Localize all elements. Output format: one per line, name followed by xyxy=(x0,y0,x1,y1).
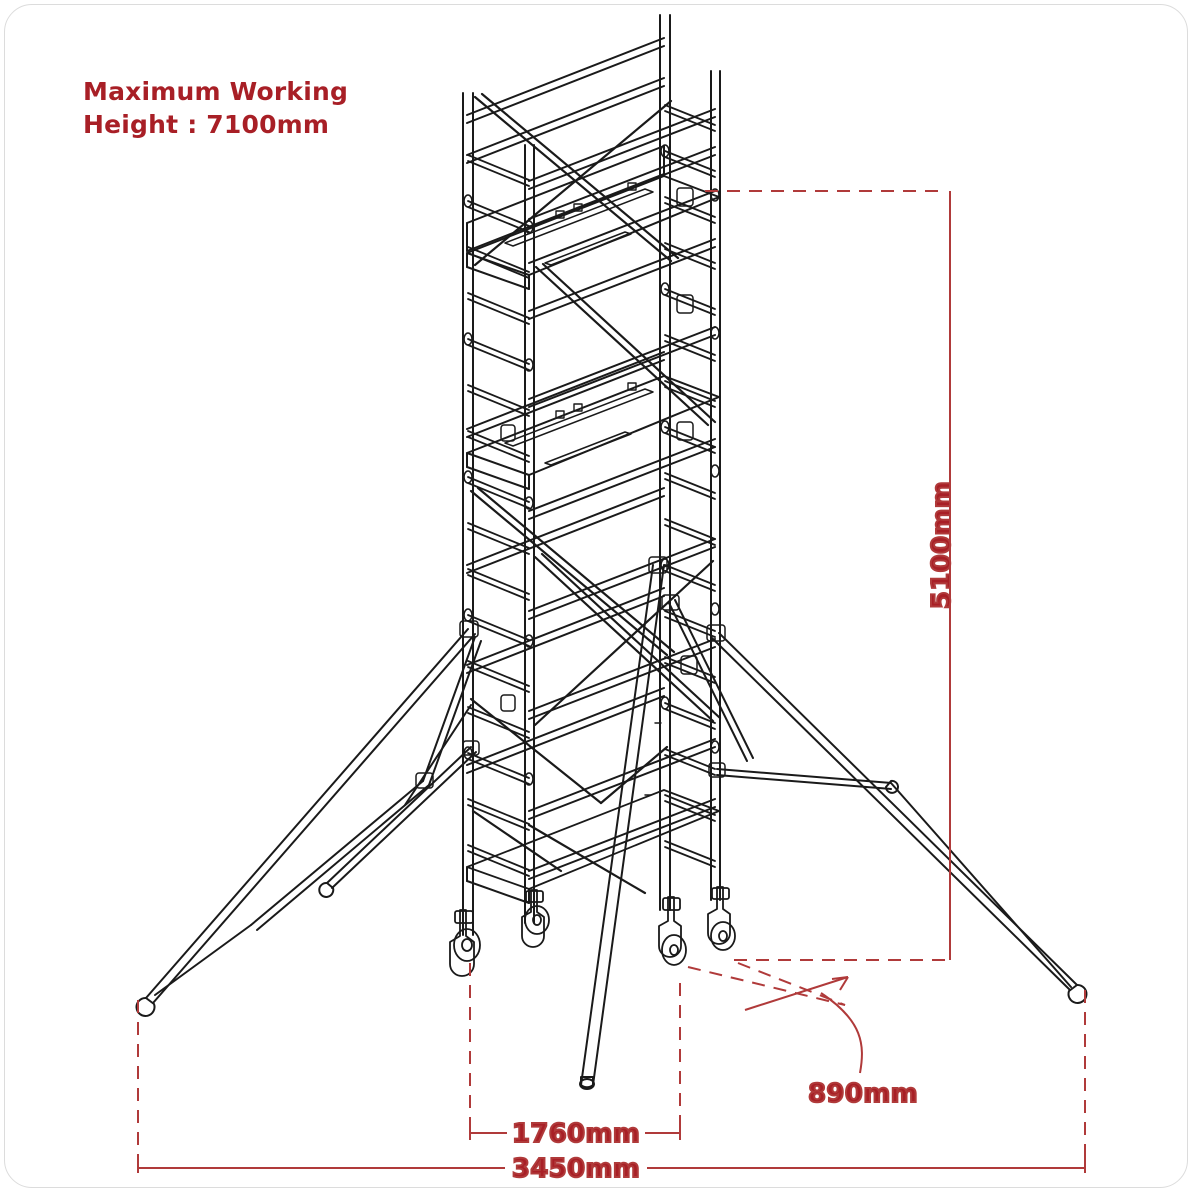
dimension-annotations: 5100mm 890mm 1760mm xyxy=(137,190,1086,1185)
ladder-rungs-left xyxy=(467,154,530,877)
dimension-890mm: 890mm xyxy=(687,962,919,1110)
couplers xyxy=(463,144,720,786)
castor-wheels xyxy=(449,886,736,977)
scaffold-tower-linework xyxy=(135,14,1088,1090)
max-working-height-note: Maximum Working Height : 7100mm xyxy=(83,77,349,139)
top-guardrails xyxy=(466,37,716,264)
scaffold-tower-drawing: 5100mm 890mm 1760mm xyxy=(135,14,1088,1185)
curve-890 xyxy=(820,992,863,1074)
horizontal-ledgers xyxy=(466,238,716,880)
dimension-3450mm: 3450mm xyxy=(137,990,1086,1185)
cross-braces xyxy=(469,92,722,895)
diagram-card: Maximum Working Height : 7100mm xyxy=(4,4,1188,1188)
outrigger-stabilisers xyxy=(135,556,1088,1090)
dim-label-5100mm: 5100mm xyxy=(927,481,957,609)
mid-platform-deck xyxy=(466,351,720,490)
dimension-5100mm: 5100mm xyxy=(705,190,958,961)
dim-label-1760mm: 1760mm xyxy=(512,1119,640,1149)
ladder-rungs-right xyxy=(664,104,716,868)
top-platform-deck xyxy=(466,175,720,290)
leader-890 xyxy=(744,976,849,1011)
dim-label-890mm: 890mm xyxy=(808,1079,918,1109)
ext-line-890-lower xyxy=(687,966,846,1006)
arrowhead-890 xyxy=(831,976,849,991)
dim-label-3450mm: 3450mm xyxy=(512,1154,640,1184)
dimension-1760mm: 1760mm xyxy=(469,963,681,1150)
